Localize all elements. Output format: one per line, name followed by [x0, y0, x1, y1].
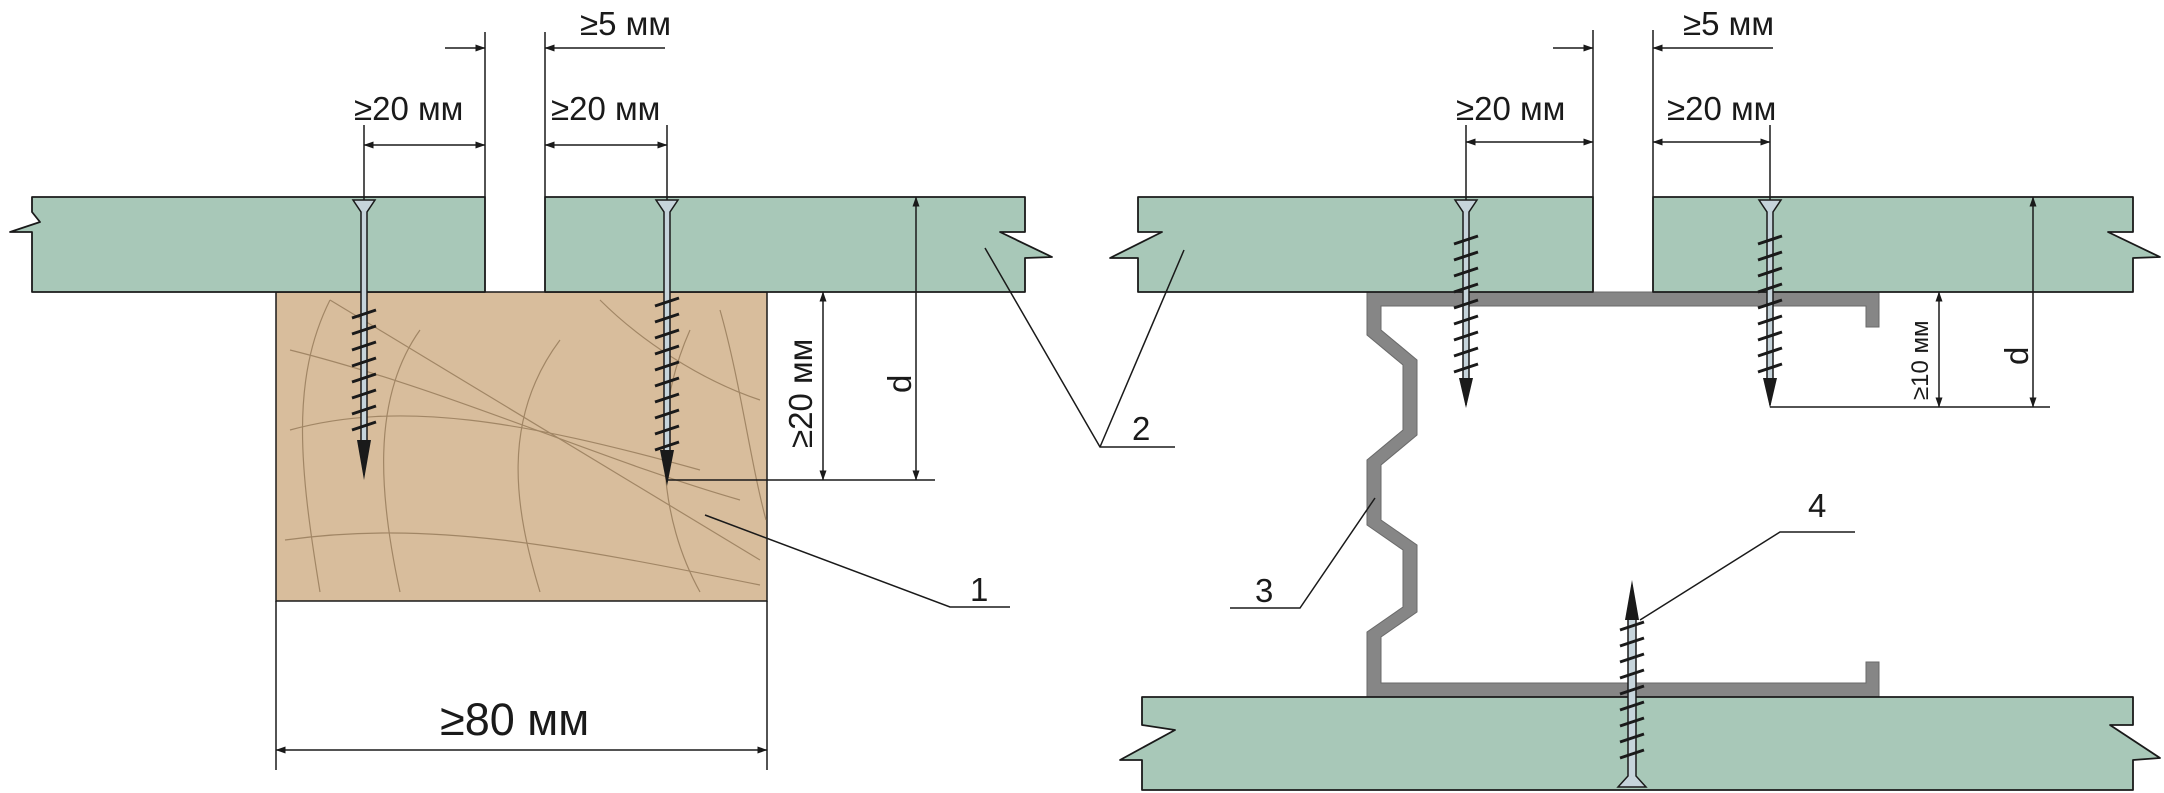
- edge-distance-label-right-a: ≥20 мм: [1456, 90, 1565, 127]
- wood-grain: [284, 299, 767, 593]
- callout-4: 4: [1808, 487, 1826, 524]
- gap-label-right: ≥5 мм: [1683, 5, 1774, 42]
- gypsum-board-left-b: [544, 196, 1053, 293]
- edge-distance-label-left-b: ≥20 мм: [551, 90, 660, 127]
- dimension-lines-left: [275, 32, 935, 770]
- gypsum-board-right-a: [1109, 196, 1594, 293]
- penetration-label-right: ≥10 мм: [1907, 320, 1934, 400]
- callout-3: 3: [1255, 572, 1273, 609]
- leader-lines: [704, 247, 1855, 621]
- timber-stud: [275, 291, 768, 602]
- callout-1: 1: [970, 571, 988, 608]
- gap-label-left: ≥5 мм: [580, 5, 671, 42]
- thickness-label-left: d: [881, 375, 918, 393]
- screw: [1616, 580, 1648, 788]
- gypsum-board-right-b: [1652, 196, 2161, 293]
- edge-distance-label-left-a: ≥20 мм: [354, 90, 463, 127]
- screw: [1453, 199, 1479, 408]
- screw: [351, 199, 377, 480]
- penetration-label-left: ≥20 мм: [782, 339, 819, 448]
- edge-distance-label-right-b: ≥20 мм: [1667, 90, 1776, 127]
- screw: [654, 199, 680, 486]
- metal-profile: [1366, 291, 1880, 698]
- screw: [1757, 199, 1783, 408]
- width-label: ≥80 мм: [440, 694, 589, 745]
- gypsum-board-left-a: [9, 196, 486, 293]
- callout-2: 2: [1132, 410, 1150, 447]
- dimension-lines-right: [1465, 30, 2050, 408]
- gypsum-board-bottom: [1119, 696, 2161, 791]
- thickness-label-right: d: [1998, 347, 2035, 365]
